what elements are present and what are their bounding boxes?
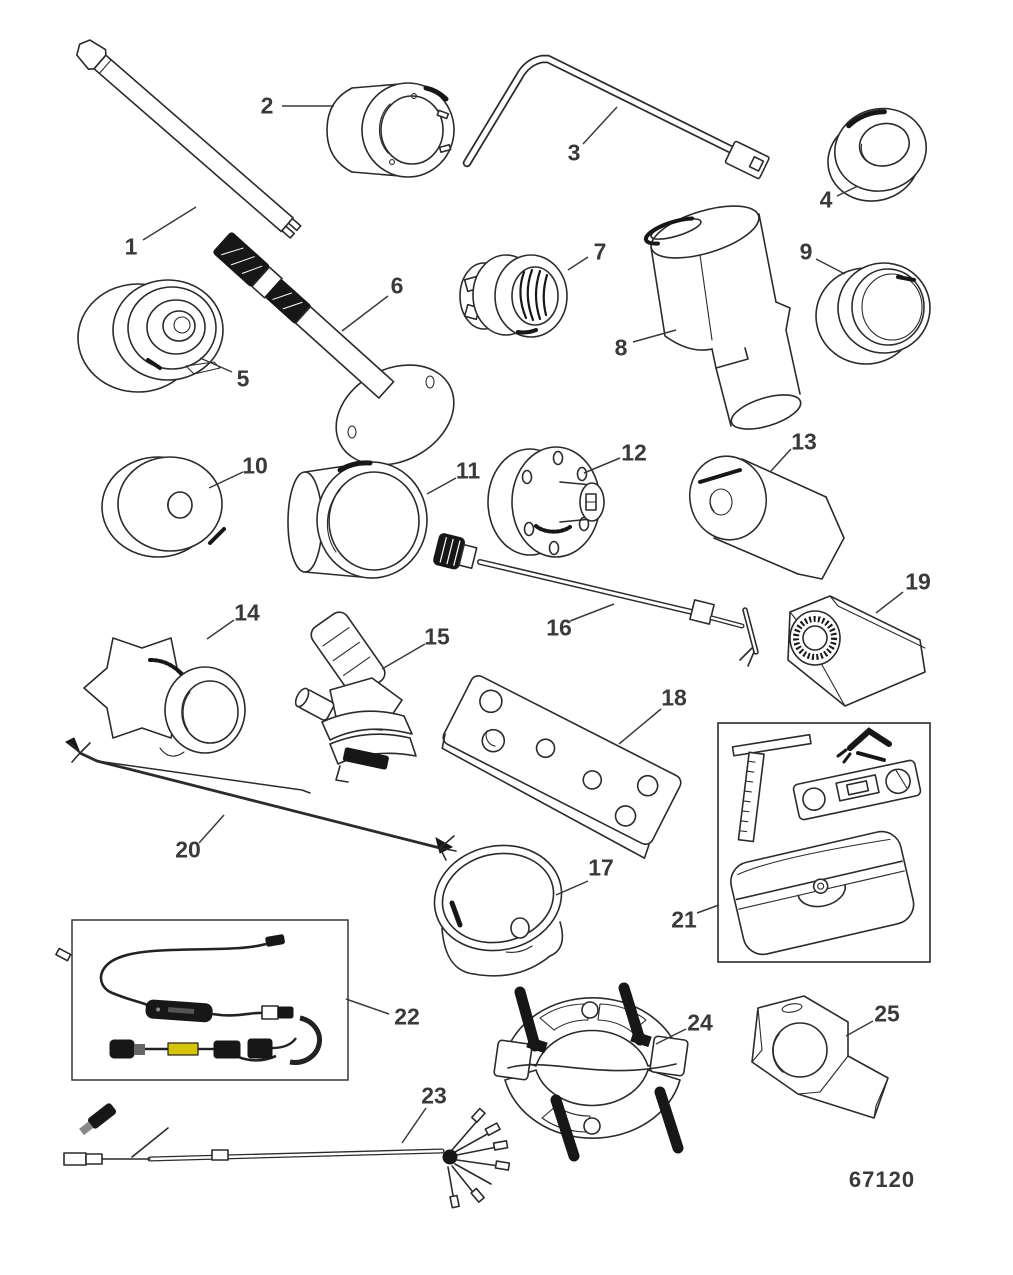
part-1-driver-rod-drawing xyxy=(76,39,302,239)
leader-15 xyxy=(381,643,426,670)
leader-23 xyxy=(401,1107,427,1144)
part-8-installer-cylinder-drawing xyxy=(643,205,802,430)
part-14-star-holder-drawing xyxy=(83,637,246,757)
leader-11 xyxy=(426,477,457,495)
t-square-ruler-drawing xyxy=(731,733,812,843)
callout-14: 14 xyxy=(234,599,260,626)
part-25-clamp-block-drawing xyxy=(751,995,889,1119)
callout-8: 8 xyxy=(614,334,628,361)
part-12-flange-hub-drawing xyxy=(487,446,605,558)
leader-18 xyxy=(618,708,662,745)
leader-12 xyxy=(583,457,621,474)
part-23-test-harness-drawing xyxy=(55,947,511,1209)
leader-20 xyxy=(198,814,225,844)
leader-1 xyxy=(142,206,197,241)
callout-11: 11 xyxy=(455,457,481,484)
spring-clamp-drawing xyxy=(836,727,892,764)
part-18-adapter-plate-drawing xyxy=(441,674,682,859)
part-16-flex-rod-drawing xyxy=(433,533,759,667)
part-15-latch-clamp-drawing xyxy=(294,611,417,783)
adapter-cable-drawing xyxy=(109,1037,297,1059)
leader-19 xyxy=(875,591,904,614)
part-21-kit-box-drawing xyxy=(717,722,931,963)
callout-7: 7 xyxy=(593,238,607,265)
part-2-retainer-cup-drawing xyxy=(326,82,455,178)
part-19-splined-wedge-drawing xyxy=(787,595,926,707)
part-11-tapered-cup-drawing xyxy=(287,460,428,579)
part-3-wrench-rod-drawing xyxy=(462,54,770,180)
callout-17: 17 xyxy=(588,854,614,881)
callout-23: 23 xyxy=(421,1082,447,1109)
part-5-driver-cup-drawing xyxy=(77,279,224,393)
part-13-stepped-driver-drawing xyxy=(688,455,845,580)
leader-17 xyxy=(555,880,589,896)
leader-25 xyxy=(845,1020,874,1037)
callout-9: 9 xyxy=(799,238,813,265)
spirit-level-drawing xyxy=(792,759,922,821)
callout-21: 21 xyxy=(671,906,697,933)
callout-13: 13 xyxy=(791,428,817,455)
part-17-bell-cap-drawing xyxy=(433,844,564,977)
part-20-lockwire-drawing xyxy=(65,737,457,861)
leader-4 xyxy=(836,185,859,197)
part-7-threaded-nut-drawing xyxy=(459,254,568,338)
part-22-cable-kit-drawing xyxy=(71,919,349,1081)
callout-2: 2 xyxy=(260,92,274,119)
leader-21 xyxy=(696,904,720,914)
callout-6: 6 xyxy=(390,272,404,299)
callout-25: 25 xyxy=(874,1000,900,1027)
callout-22: 22 xyxy=(394,1003,420,1030)
callout-12: 12 xyxy=(621,439,647,466)
leader-9 xyxy=(815,258,846,275)
callout-4: 4 xyxy=(819,186,833,213)
part-24-bearing-separator-drawing xyxy=(493,982,689,1162)
callout-3: 3 xyxy=(567,139,581,166)
callout-16: 16 xyxy=(546,614,572,641)
leader-lines xyxy=(142,105,904,1144)
callout-19: 19 xyxy=(905,568,931,595)
leader-14 xyxy=(206,619,235,640)
leader-5 xyxy=(199,357,233,373)
part-6-shaft-flange-drawing xyxy=(213,232,455,466)
callout-24: 24 xyxy=(687,1009,713,1036)
callout-18: 18 xyxy=(661,684,687,711)
leader-6 xyxy=(341,295,389,332)
callout-15: 15 xyxy=(424,623,450,650)
leader-3 xyxy=(582,106,618,145)
leader-24 xyxy=(655,1028,687,1045)
leader-16 xyxy=(569,603,615,622)
callout-20: 20 xyxy=(175,836,201,863)
figure-number: 67120 xyxy=(848,1167,916,1192)
leader-22 xyxy=(345,998,390,1015)
part-9-ring-cup-drawing xyxy=(815,262,931,365)
leader-7 xyxy=(567,256,589,271)
leader-8 xyxy=(632,329,677,343)
part-10-disc-drawing xyxy=(101,456,226,558)
callout-5: 5 xyxy=(236,365,250,392)
callout-10: 10 xyxy=(242,452,268,479)
leader-10 xyxy=(208,471,244,489)
callout-1: 1 xyxy=(124,233,138,260)
part-4-ring-drawing xyxy=(827,107,928,202)
leader-13 xyxy=(770,448,792,472)
carry-case-drawing xyxy=(730,830,915,956)
